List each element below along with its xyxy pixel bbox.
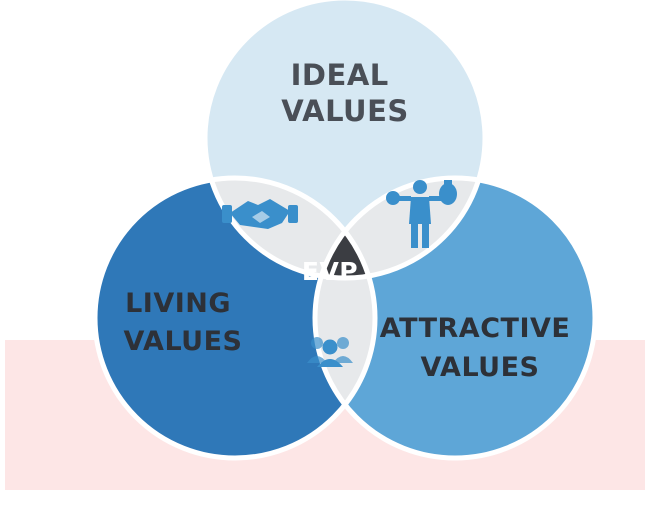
team-icon — [307, 337, 353, 367]
businessman-money-icon — [386, 180, 457, 248]
overlap-ideal-attractive — [315, 178, 485, 278]
living-values-label: LIVING VALUES — [123, 288, 242, 357]
overlap-ideal-living — [205, 178, 375, 278]
attractive-values-label: ATTRACTIVE VALUES — [380, 313, 580, 383]
evp-center-label: EVP — [302, 257, 358, 286]
ideal-values-label: IDEAL VALUES — [281, 58, 409, 128]
handshake-icon — [222, 199, 298, 229]
